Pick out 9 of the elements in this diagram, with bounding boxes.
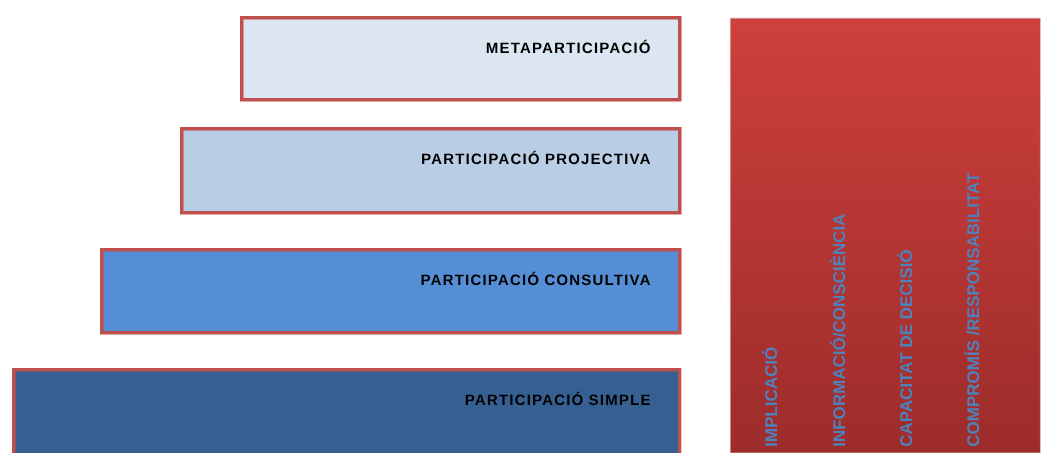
level-box: PARTICIPACIÓ SIMPLE xyxy=(12,368,682,453)
vertical-label: INFORMACIÓ/CONSCIÈNCIA xyxy=(829,214,846,446)
vertical-label: CAPACITAT DE DECISIÓ xyxy=(896,250,913,447)
level-box: PARTICIPACIÓ PROJECTIVA xyxy=(180,127,682,215)
panel xyxy=(730,18,1041,453)
level-box: PARTICIPACIÓ CONSULTIVA xyxy=(100,248,682,335)
vertical-label: COMPROMÍS /RESPONSABILITAT xyxy=(963,172,980,447)
vertical-label: IMPLICACIÓ xyxy=(761,347,778,446)
level-box: METAPARTICIPACIÓ xyxy=(240,16,682,102)
